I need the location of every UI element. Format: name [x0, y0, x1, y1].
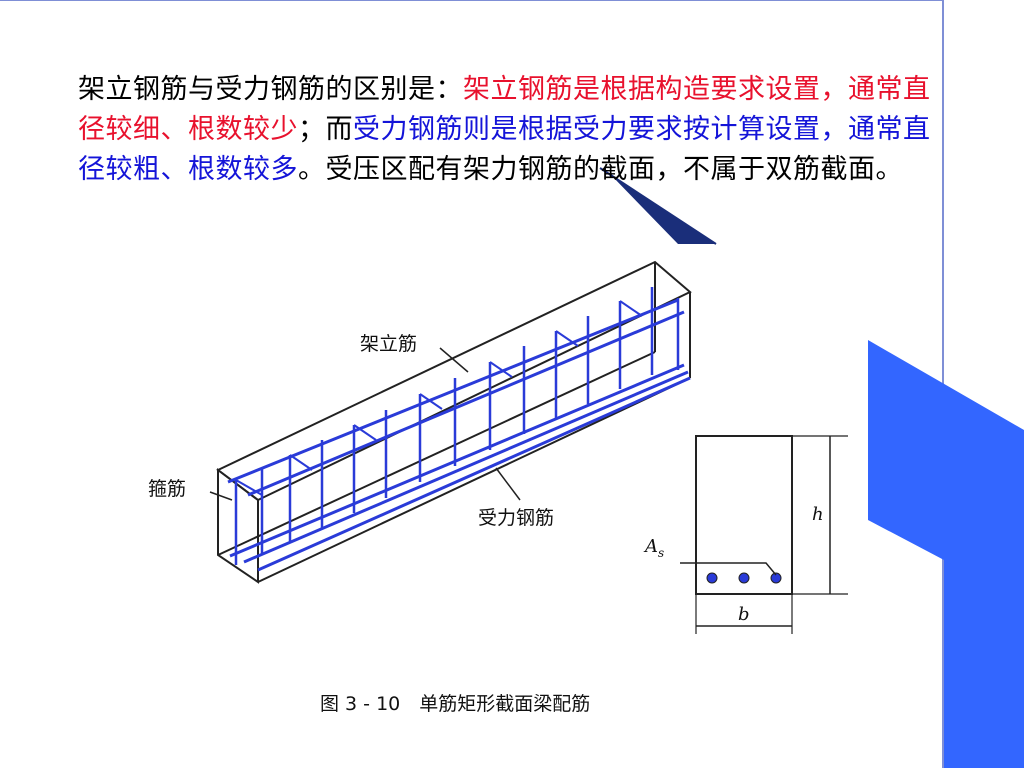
para-erection-bar-desc: 架立钢筋是根据构造要求设置，通常直径较细、根数较少 — [78, 74, 931, 145]
explanation-paragraph: 架立钢筋与受力钢筋的区别是：架立钢筋是根据构造要求设置，通常直径较细、根数较少；… — [78, 70, 940, 190]
para-connector: ；而 — [298, 114, 353, 145]
pointer-line — [599, 167, 717, 245]
label-main-bar: 受力钢筋 — [478, 507, 554, 529]
main-tension-bars — [229, 363, 691, 572]
erection-bars — [227, 298, 685, 497]
rebar-dot — [706, 572, 718, 584]
beam-reinforcement-figure: 架立筋 箍筋 受力钢筋 As h b 图 3 - 10 单筋矩形截面梁配筋 — [148, 260, 848, 715]
label-stirrup: 箍筋 — [148, 478, 186, 500]
label-h: h — [812, 504, 824, 525]
top-border-line — [0, 0, 944, 1]
rebar-dot — [770, 572, 782, 584]
cross-section — [680, 435, 848, 634]
para-intro: 架立钢筋与受力钢筋的区别是： — [78, 74, 463, 105]
label-as: As — [643, 536, 664, 560]
para-main-bar-desc: 受力钢筋则是根据受力要求按计算设置，通常直径较粗、根数较多 — [78, 114, 931, 185]
rebar-dot — [738, 572, 750, 584]
label-erection-bar: 架立筋 — [360, 333, 417, 355]
figure-caption: 图 3 - 10 单筋矩形截面梁配筋 — [320, 693, 590, 715]
blue-accent-shape — [868, 340, 1024, 768]
label-b: b — [738, 604, 750, 625]
para-conclusion: 。受压区配有架力钢筋的截面，不属于双筋截面。 — [298, 154, 903, 185]
leader-lines — [209, 347, 521, 501]
